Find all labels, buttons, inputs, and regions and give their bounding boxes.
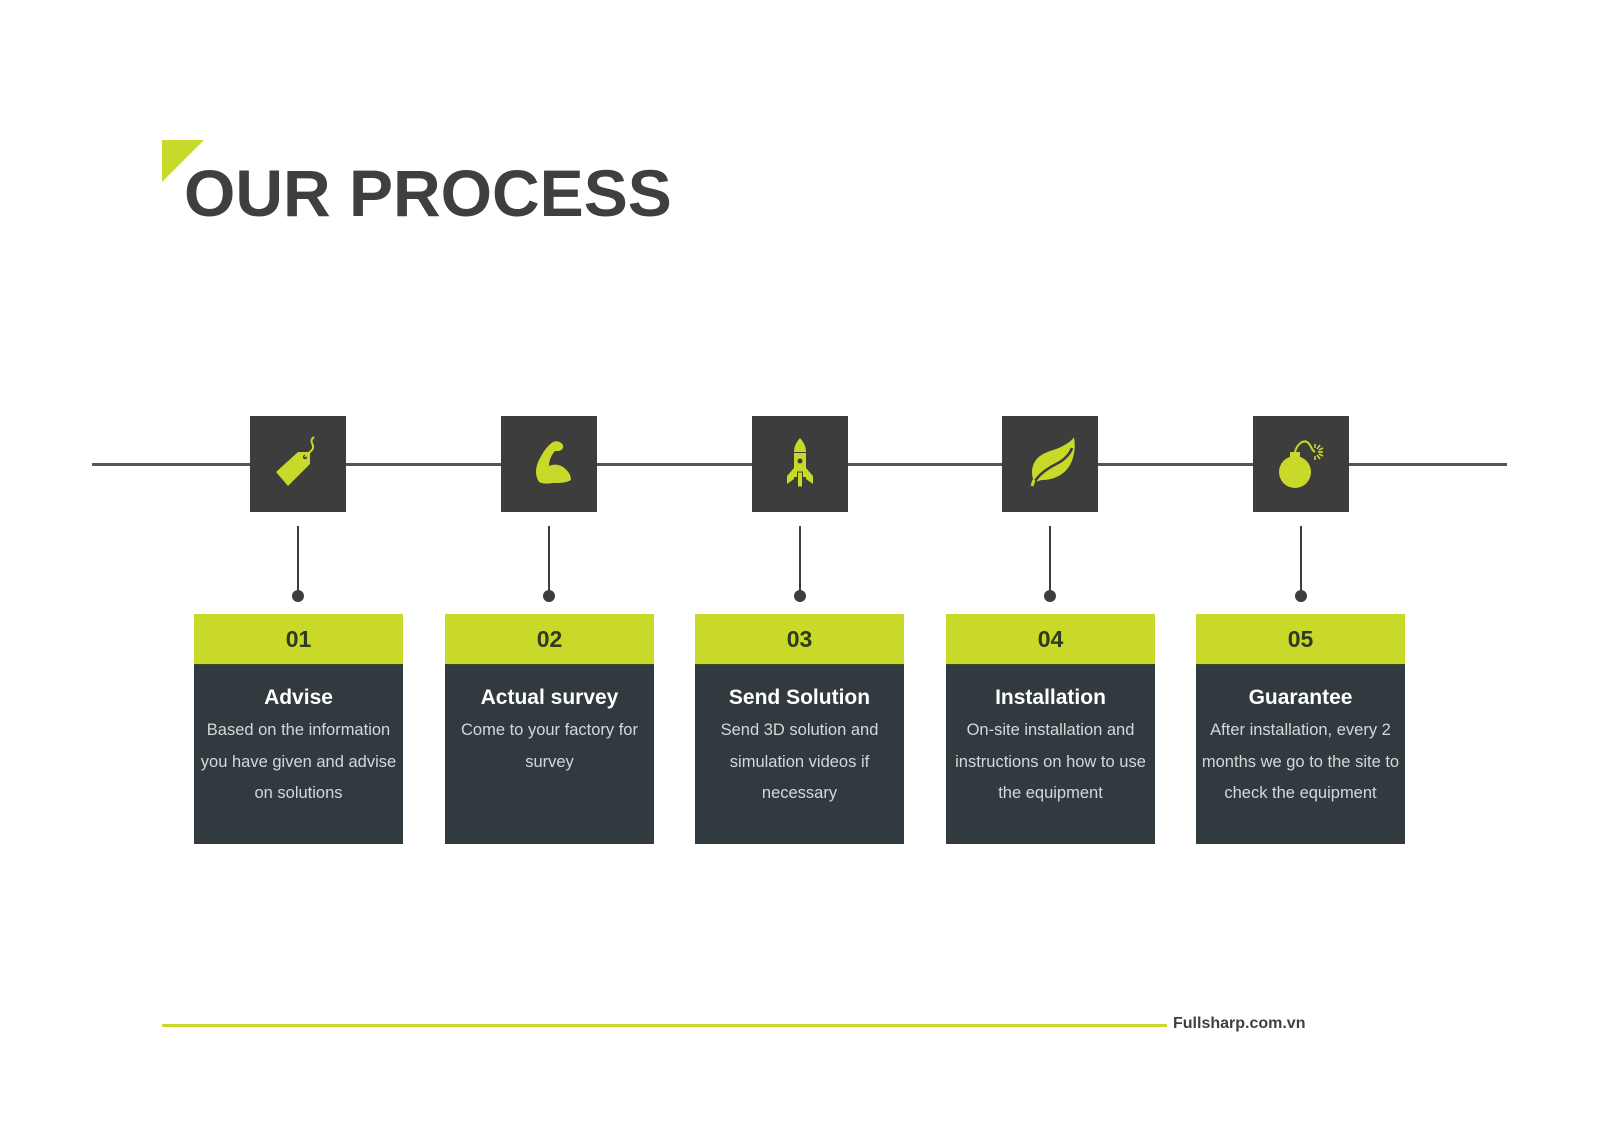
step-card: 04 Installation On-site installation and… [946, 614, 1155, 844]
flexed-arm-icon [536, 441, 571, 484]
step-card: 03 Send Solution Send 3D solution and si… [695, 614, 904, 844]
page-title: OUR PROCESS [184, 156, 672, 230]
footer-divider [162, 1024, 1167, 1027]
step-title: Advise [264, 686, 333, 709]
step-5-icon-box [1253, 416, 1349, 512]
title-accent-triangle [162, 140, 204, 182]
step-card: 01 Advise Based on the information you h… [194, 614, 403, 844]
price-tag-icon [276, 436, 315, 486]
step-4-icon-box [1002, 416, 1098, 512]
step-card: 02 Actual survey Come to your factory fo… [445, 614, 654, 844]
footer-website: Fullsharp.com.vn [1173, 1015, 1306, 1032]
step-1-connector-dot [292, 590, 304, 602]
step-number: 02 [445, 614, 654, 665]
step-1-connector [297, 526, 299, 596]
step-3-connector-dot [794, 590, 806, 602]
step-2-connector [548, 526, 550, 596]
step-description: On-site installation and instructions on… [955, 721, 1146, 802]
step-description: Come to your factory for survey [461, 721, 638, 771]
step-number: 01 [194, 614, 403, 665]
leaf-icon [1030, 437, 1075, 487]
step-description: Send 3D solution and simulation videos i… [720, 721, 879, 802]
step-2-icon-box [501, 416, 597, 512]
step-5-connector [1300, 526, 1302, 596]
step-3-icon-box [752, 416, 848, 512]
step-description: After installation, every 2 months we go… [1201, 721, 1400, 802]
step-title: Actual survey [480, 686, 619, 709]
step-title: Installation [995, 686, 1106, 709]
step-2-connector-dot [543, 590, 555, 602]
rocket-icon [787, 438, 813, 488]
step-4-connector-dot [1044, 590, 1056, 602]
step-3-connector [799, 526, 801, 596]
step-number: 05 [1196, 614, 1405, 665]
step-4-connector [1049, 526, 1051, 596]
step-description: Based on the information you have given … [200, 721, 397, 802]
bomb-icon [1279, 440, 1324, 488]
step-5-connector-dot [1295, 590, 1307, 602]
step-title: Guarantee [1248, 686, 1353, 709]
step-title: Send Solution [728, 686, 871, 709]
step-number: 04 [946, 614, 1155, 665]
step-card: 05 Guarantee After installation, every 2… [1196, 614, 1405, 844]
step-number: 03 [695, 614, 904, 665]
step-1-icon-box [250, 416, 346, 512]
